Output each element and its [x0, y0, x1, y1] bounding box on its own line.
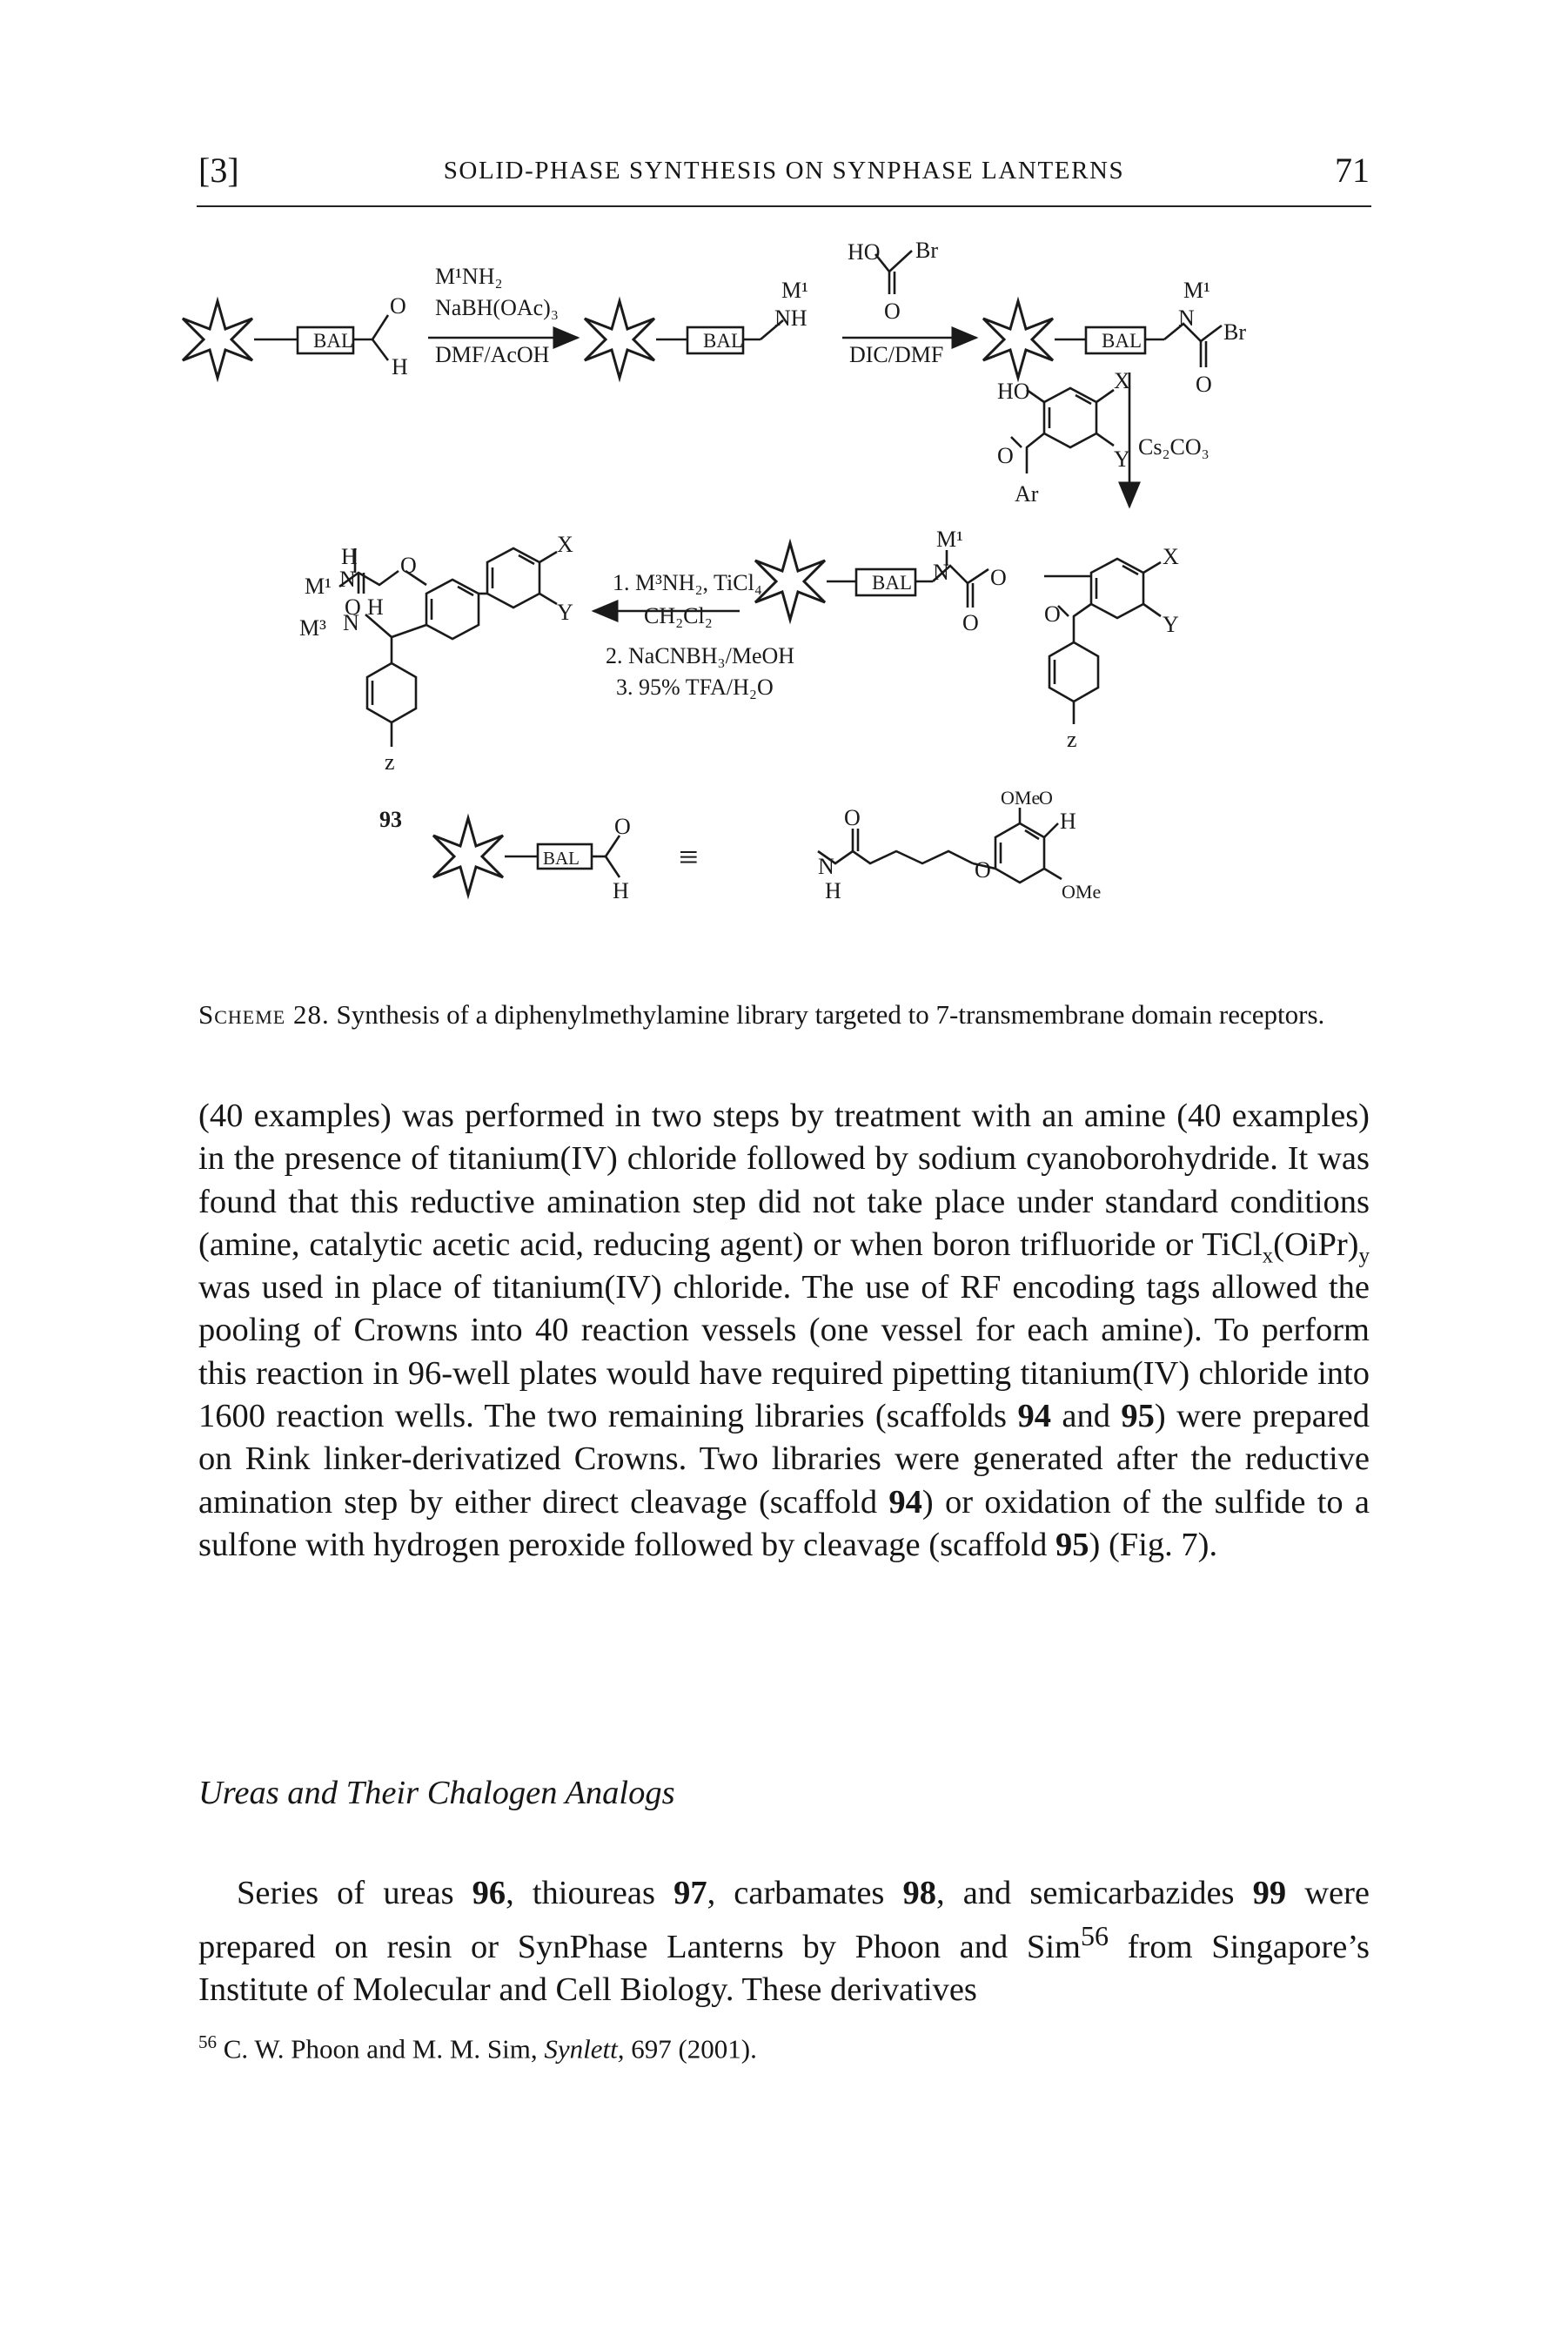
- svg-text:M³: M³: [299, 615, 326, 641]
- svg-text:O: O: [997, 443, 1014, 468]
- svg-text:Y: Y: [1163, 612, 1179, 637]
- svg-text:O: O: [962, 610, 979, 635]
- svg-text:N: N: [339, 567, 356, 592]
- svg-text:H: H: [341, 544, 358, 569]
- body-paragraph-1: (40 examples) was performed in two steps…: [198, 1098, 1370, 1563]
- svg-text:OMe: OMe: [1001, 787, 1040, 809]
- svg-text:O: O: [844, 805, 861, 830]
- svg-text:H: H: [825, 878, 841, 903]
- svg-text:BAL: BAL: [872, 572, 912, 594]
- svg-text:M¹: M¹: [1183, 278, 1210, 303]
- page-number: 71: [1335, 151, 1370, 190]
- svg-text:NaBH(OAc)₃: NaBH(OAc)₃: [435, 295, 559, 320]
- svg-text:H: H: [392, 354, 408, 379]
- svg-text:O: O: [390, 293, 406, 319]
- scheme-drawing: BAL O H M¹NH₂ NaBH(OAc)₃ DMF/AcOH BAL M¹…: [181, 238, 1246, 903]
- svg-text:NH: NH: [774, 306, 807, 331]
- resin-bead-icon-2: [583, 299, 784, 379]
- svg-text:2. NaCNBH₃/MeOH: 2. NaCNBH₃/MeOH: [606, 643, 794, 668]
- caption-label: Scheme 28.: [198, 999, 330, 1030]
- svg-text:O: O: [884, 299, 901, 324]
- svg-text:M¹: M¹: [305, 574, 332, 599]
- svg-text:M¹: M¹: [781, 278, 808, 303]
- svg-text:N: N: [1178, 306, 1195, 331]
- svg-text:X: X: [1114, 368, 1130, 393]
- svg-text:Cs₂CO₃: Cs₂CO₃: [1138, 434, 1210, 460]
- svg-text:O: O: [990, 565, 1007, 590]
- svg-text:Y: Y: [1114, 446, 1130, 472]
- svg-text:Br: Br: [915, 238, 938, 263]
- running-head: [3] SOLID-PHASE SYNTHESIS ON SYNPHASE LA…: [198, 150, 1370, 202]
- running-title: SOLID-PHASE SYNTHESIS ON SYNPHASE LANTER…: [443, 157, 1125, 185]
- svg-text:X: X: [557, 532, 573, 557]
- svg-text:Y: Y: [557, 600, 573, 625]
- section-heading: Ureas and Their Chalogen Analogs: [198, 1775, 675, 1811]
- svg-text:DMF/AcOH: DMF/AcOH: [435, 342, 550, 367]
- svg-text:O: O: [1039, 787, 1053, 809]
- svg-text:3. 95% TFA/H₂O: 3. 95% TFA/H₂O: [616, 675, 774, 700]
- compound-93-label: 93: [379, 807, 402, 832]
- svg-text:≡: ≡: [679, 837, 699, 876]
- reaction-scheme: BAL O H M¹NH₂ NaBH(OAc)₃ DMF/AcOH BAL M¹…: [174, 228, 1392, 994]
- body-paragraph-2: Series of ureas 96, thioureas 97, carbam…: [198, 1874, 1370, 2008]
- bal-label-1: BAL: [313, 330, 353, 352]
- svg-text:H: H: [1060, 809, 1076, 834]
- svg-text:HO: HO: [848, 239, 881, 265]
- footnote-number: 56: [198, 2031, 217, 2052]
- svg-text:z: z: [385, 749, 395, 775]
- caption-text: Synthesis of a diphenylmethylamine libra…: [336, 999, 1325, 1030]
- scheme-caption: Scheme 28. Synthesis of a diphenylmethyl…: [198, 997, 1370, 1032]
- svg-text:Br: Br: [1223, 319, 1246, 345]
- svg-text:CH₂Cl₂: CH₂Cl₂: [644, 603, 713, 628]
- svg-text:O: O: [400, 553, 417, 578]
- svg-text:X: X: [1163, 544, 1179, 569]
- resin-bead-icon-1: [181, 299, 390, 379]
- footnote: 56 C. W. Phoon and M. M. Sim, Synlett, 6…: [198, 2031, 757, 2065]
- svg-text:H: H: [367, 594, 384, 620]
- svg-text:O: O: [614, 814, 631, 839]
- svg-text:HO: HO: [997, 379, 1030, 404]
- svg-text:BAL: BAL: [1102, 330, 1142, 352]
- svg-text:DIC/DMF: DIC/DMF: [849, 342, 943, 367]
- svg-text:BAL: BAL: [543, 848, 580, 869]
- resin-bead-icon-3: [982, 299, 1223, 379]
- svg-text:M¹: M¹: [936, 527, 963, 552]
- svg-text:N: N: [818, 854, 834, 879]
- svg-text:N: N: [933, 560, 949, 585]
- svg-text:O: O: [345, 594, 361, 620]
- svg-text:1. M³NH₂, TiCl₄: 1. M³NH₂, TiCl₄: [613, 570, 762, 595]
- svg-text:N: N: [343, 610, 359, 635]
- svg-text:O: O: [1196, 372, 1212, 397]
- svg-text:O: O: [1044, 601, 1061, 627]
- header-rule: [197, 205, 1371, 207]
- svg-text:z: z: [1067, 727, 1077, 752]
- svg-text:BAL: BAL: [703, 330, 743, 352]
- svg-text:O: O: [975, 857, 991, 883]
- section-number: [3]: [198, 151, 239, 190]
- svg-text:M¹NH₂: M¹NH₂: [435, 264, 503, 289]
- svg-text:Ar: Ar: [1015, 481, 1039, 507]
- svg-text:OMe: OMe: [1062, 881, 1101, 903]
- svg-text:H: H: [613, 878, 629, 903]
